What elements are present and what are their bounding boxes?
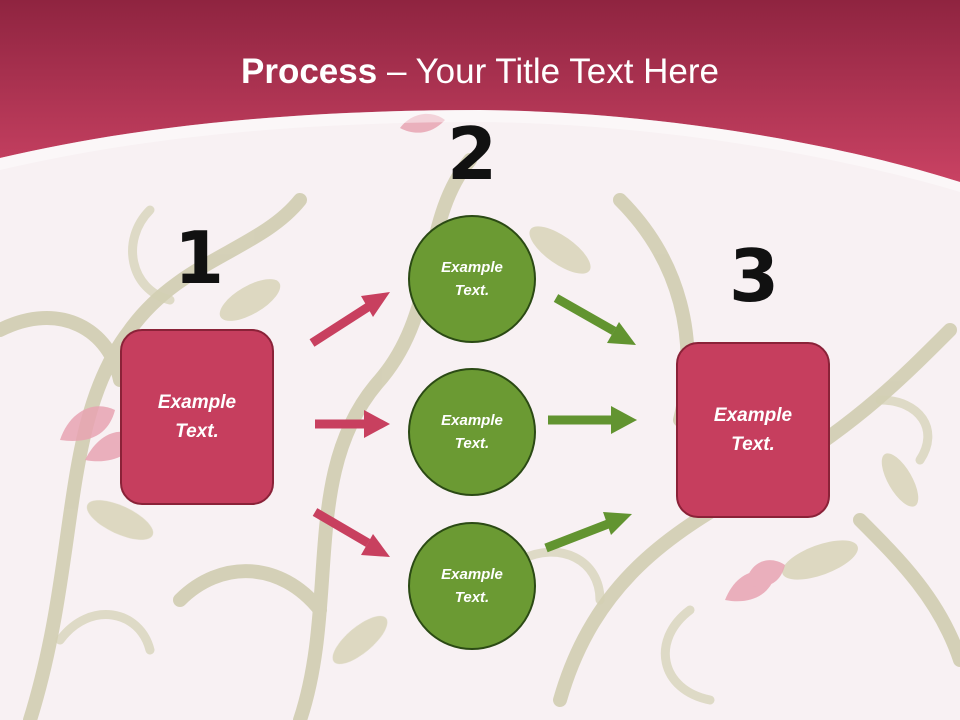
step2-middle-label: Example Text. bbox=[441, 412, 503, 452]
leaf-decoration bbox=[86, 226, 919, 665]
step3-label: Example Text. bbox=[713, 405, 793, 455]
step1-box: Example Text. bbox=[120, 329, 274, 505]
slide-title: Process – Your Title Text Here bbox=[0, 52, 960, 92]
arrow-bottom-to-step3 bbox=[544, 512, 632, 553]
header-wave-highlight bbox=[0, 110, 960, 192]
step-number-1: 1 bbox=[173, 216, 225, 300]
arrow-step1-to-top bbox=[309, 292, 390, 347]
title-strong: Process bbox=[241, 52, 378, 91]
step-number-2: 2 bbox=[446, 112, 498, 196]
step2-circle-top: Example Text. bbox=[408, 215, 536, 343]
step1-label: Example Text. bbox=[157, 392, 237, 442]
arrow-step1-to-middle bbox=[315, 410, 390, 438]
arrow-middle-to-step3 bbox=[548, 406, 637, 434]
step-number-3: 3 bbox=[728, 234, 780, 318]
header-band bbox=[0, 0, 960, 182]
step2-circle-bottom: Example Text. bbox=[408, 522, 536, 650]
title-rest: – Your Title Text Here bbox=[377, 52, 719, 91]
step2-circle-middle: Example Text. bbox=[408, 368, 536, 496]
arrow-step1-to-bottom bbox=[312, 508, 390, 557]
step2-top-label: Example Text. bbox=[441, 259, 503, 299]
step3-box: Example Text. bbox=[676, 342, 830, 518]
arrow-top-to-step3 bbox=[553, 294, 636, 345]
step2-bottom-label: Example Text. bbox=[441, 566, 503, 606]
